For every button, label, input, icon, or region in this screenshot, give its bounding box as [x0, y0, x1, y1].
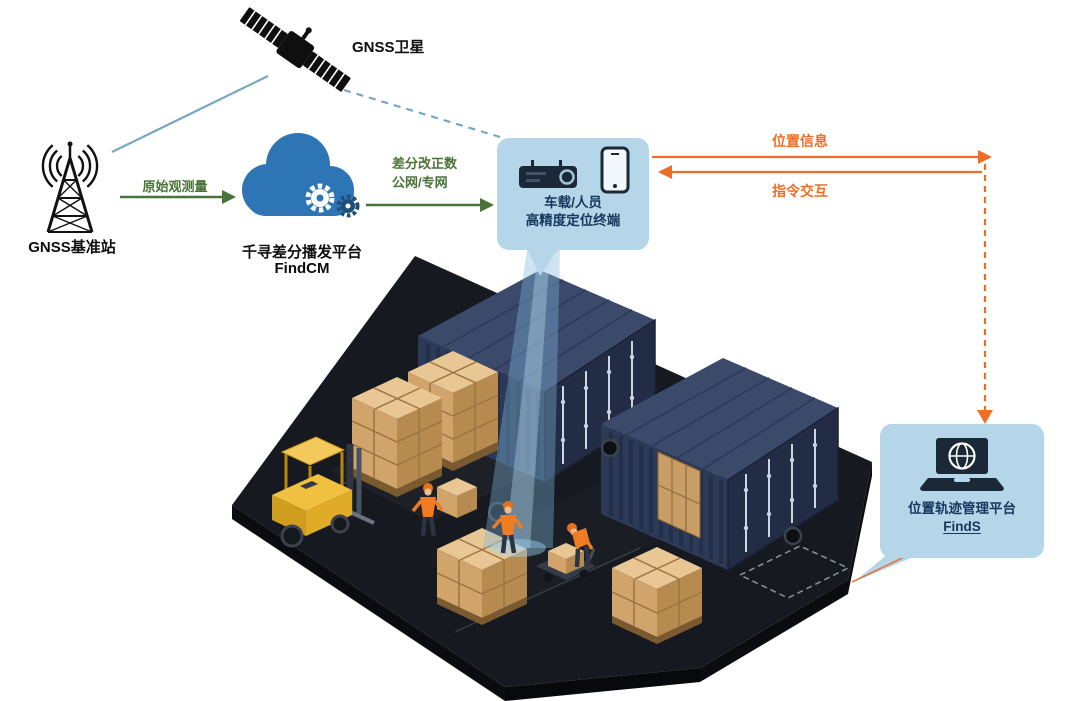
satellite-to-terminal-link [343, 88, 501, 139]
arrow-correction-data [366, 198, 494, 212]
correction-data-label-line2: 公网/专网 [392, 175, 448, 190]
cloud-platform-product: FindCM [274, 260, 330, 277]
laptop-globe-icon [920, 438, 1004, 491]
pallet-boxes-icon [351, 350, 499, 518]
forklift-icon [272, 436, 375, 548]
marked-zone [738, 545, 850, 599]
worker-icon [567, 523, 594, 568]
position-info-label: 位置信息 [772, 133, 828, 149]
command-interaction-label: 指令交互 [772, 183, 828, 199]
workers [411, 483, 594, 568]
cloud-platform-title: 千寻差分播发平台 [241, 244, 362, 261]
management-platform-title: 位置轨迹管理平台 [908, 501, 1016, 516]
satellite-icon [240, 7, 351, 92]
satellite-to-base-link [111, 75, 269, 153]
terminal-icons [517, 146, 630, 194]
vehicle-receiver-icon [518, 160, 577, 188]
terminal-label-line1: 车载/人员 [544, 195, 602, 210]
worker-icon [491, 501, 524, 554]
shipping-container-icon [416, 268, 840, 572]
arrow-position-info [652, 150, 993, 424]
gear-icon [305, 183, 360, 218]
management-platform-node: 位置轨迹管理平台 FindS [880, 424, 1044, 558]
terminal-bubble-tail [526, 246, 560, 276]
radio-tower-icon [41, 141, 99, 233]
warehouse-scene [232, 250, 872, 701]
arrow-raw-observation [120, 190, 236, 204]
smartphone-icon [600, 146, 629, 194]
management-platform-product: FindS [943, 519, 981, 534]
positioning-beam [483, 250, 560, 557]
terminal-label-line2: 高精度定位终端 [525, 213, 621, 228]
worker-icon [411, 483, 444, 537]
terminal-node: 车载/人员 高精度定位终端 [497, 138, 649, 250]
raw-observation-label: 原始观测量 [142, 179, 208, 194]
satellite-label: GNSS卫星 [352, 39, 425, 56]
finds-bubble-tail [854, 552, 925, 582]
connection-lines [111, 75, 993, 583]
base-station-label: GNSS基准站 [28, 239, 116, 256]
cloud-gear-icon [242, 133, 360, 218]
correction-data-label-line1: 差分改正数 [392, 156, 458, 171]
arrow-command-interaction [658, 165, 982, 179]
